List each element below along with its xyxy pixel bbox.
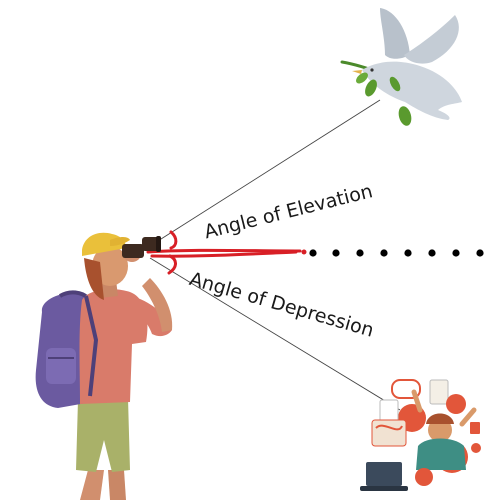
dove-icon bbox=[340, 8, 462, 126]
hiker-with-binoculars-icon bbox=[35, 232, 173, 500]
angle-marks bbox=[146, 230, 307, 275]
horizontal-dotted-line bbox=[309, 249, 484, 257]
news-and-social-media-overload-icon bbox=[360, 379, 481, 491]
line-of-sight-elevation bbox=[149, 99, 381, 247]
line-of-sight-depression bbox=[149, 257, 401, 411]
